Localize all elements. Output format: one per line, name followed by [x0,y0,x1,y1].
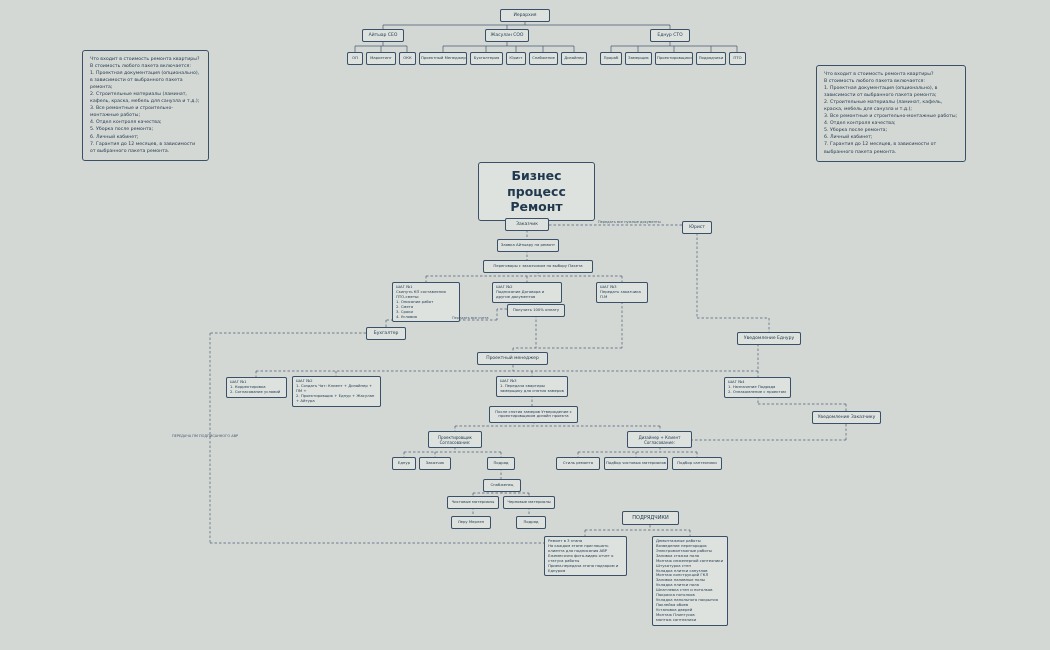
dept-node-op[interactable]: ОП [347,52,363,65]
notify-ednur-node[interactable]: Уведомление Еднуру [737,332,801,345]
style-node[interactable]: Стиль ремонта [556,457,600,470]
avr-transfer-label[interactable]: ПЕРЕДАЧА ПМ ПОДПИСАННОГО АВР [172,434,239,438]
invoices-transfer-label[interactable]: Передать все счета [452,316,489,320]
lawyer-node[interactable]: Юрист [682,221,712,234]
dept-node-designer[interactable]: Дизайнер [561,52,587,65]
designer-client-approval-node[interactable]: Дизайнер + Клиент Согласование: [627,431,692,449]
request-node[interactable]: Заявка Айтыару на ремонт [497,239,559,252]
pm-step3-node[interactable]: ШАГ №3 1. Передача квартиры замерщику дл… [496,376,568,397]
contractors-node[interactable]: ПОДРЯДЧИКИ [622,511,679,525]
pm-step1-node[interactable]: ШАГ №1 1. Корректировка 2. Согласование … [226,377,287,398]
dept-node-lawyer[interactable]: Юрист [506,52,526,65]
dept-node-pto[interactable]: ПТО [729,52,746,65]
dept-node-okk[interactable]: ОКК [399,52,416,65]
customer-node[interactable]: Заказчик [505,218,549,231]
payment-node[interactable]: Получить 100% оплату [507,304,565,317]
manager-node-cto[interactable]: Еднур СТО [650,29,690,42]
step1-node[interactable]: ШАГ №1 Скинуть КП составления ПТО-сметы:… [392,282,460,323]
dept-node-project-manager[interactable]: Проектный Менеджер [419,52,467,65]
process-title-node[interactable]: Бизнес процесс Ремонт [478,162,595,221]
notify-customer-node[interactable]: Уведомление Заказчику [812,411,881,424]
dept-node-supply[interactable]: Снабжение [529,52,558,65]
works-list-node[interactable]: Демонтажные работы Возведение перегородо… [652,536,728,626]
dept-node-foreman[interactable]: Прораб [600,52,622,65]
manager-node-ceo[interactable]: Айтыар CEO [362,29,404,42]
pm-step4-node[interactable]: ШАГ №4 1. Назначение Подряда 2. Ознакомл… [724,377,791,398]
supplier-node[interactable]: Снабженец [483,479,521,492]
project-manager-node[interactable]: Проектный менеджер [477,352,548,365]
contractor-supply-node[interactable]: Подряд [516,516,546,529]
leroy-merlin-node[interactable]: Леру Мерлен [451,516,491,529]
dept-node-contractors[interactable]: Подрядчики [696,52,726,65]
approve-design-node[interactable]: После снятия замеров Утверждение с проек… [489,406,578,423]
pm-step2-node[interactable]: ШАГ №2 1. Создать Чат: Клиент + Дизайнер… [292,376,381,407]
step2-node[interactable]: ШАГ №2 Подписание Договора и другие доку… [492,282,562,303]
cost-info-note-right[interactable]: Что входит в стоимость ремонта квартиры?… [816,65,966,162]
contractor-approval-node[interactable]: Подряд [487,457,515,470]
stages-rules-node[interactable]: Ремонт в 3 этапа На каждом этапе приглаш… [544,536,627,577]
customer-approval-node[interactable]: Заказчик [419,457,451,470]
docs-transfer-label[interactable]: Передать все нужные документы [598,220,661,224]
hierarchy-root-node[interactable]: Иерархия [500,9,550,22]
clean-materials-node[interactable]: Чистовые материалы [447,496,499,509]
step3-node[interactable]: ШАГ №3 Передать заказчика П.М [596,282,648,303]
rough-materials-node[interactable]: Черновые материалы [503,496,555,509]
dept-node-accounting[interactable]: Бухгалтерия [470,52,503,65]
ednur-node[interactable]: Еднур [392,457,416,470]
dept-node-surveyor[interactable]: Замерщик [625,52,652,65]
finish-materials-node[interactable]: Подбор чистовых материалов [604,457,668,470]
accountant-node[interactable]: Бухгалтер [366,327,406,340]
dept-node-planners[interactable]: Проектировщики [655,52,693,65]
dept-node-marketing[interactable]: Маркетинг [366,52,396,65]
negotiation-node[interactable]: Переговоры с заказчиком по выбору Пакета [483,260,593,273]
planner-approval-node[interactable]: Проектировщик Согласование: [428,431,482,449]
cost-info-note-left[interactable]: Что входит в стоимость ремонта квартиры?… [82,50,209,161]
plumbing-selection-node[interactable]: Подбор сантехники [672,457,722,470]
manager-node-coo[interactable]: Жасулан COO [485,29,529,42]
